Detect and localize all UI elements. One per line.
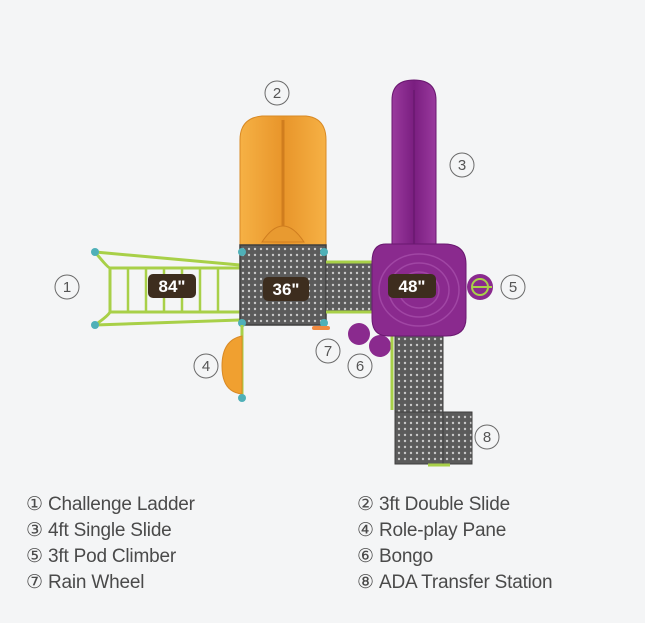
callout-8: 8: [474, 424, 500, 450]
height-label-48: 48": [399, 277, 426, 296]
legend-label: Rain Wheel: [48, 572, 145, 593]
callout-6: 6: [347, 353, 373, 379]
callout-4: 4: [193, 353, 219, 379]
legend-label: Role-play Pane: [379, 520, 507, 541]
rain-wheel: [312, 326, 330, 330]
role-play-pane: [221, 325, 246, 402]
pod-climber: [467, 274, 493, 300]
callout-7: 7: [315, 338, 341, 364]
height-label-84: 84": [159, 277, 186, 296]
height-badge-84: 84": [148, 274, 196, 298]
legend-label: 3ft Double Slide: [379, 494, 510, 515]
bongo: [348, 323, 391, 357]
callout-3: 3: [449, 152, 475, 178]
double-slide: [239, 115, 327, 246]
svg-text:3: 3: [458, 157, 466, 174]
callout-5: 5: [500, 274, 526, 300]
height-badge-36: 36": [263, 277, 309, 301]
height-badge-48: 48": [388, 274, 436, 298]
legend-label: ADA Transfer Station: [379, 572, 553, 593]
legend-label: Challenge Ladder: [48, 494, 195, 515]
legend-label: 4ft Single Slide: [48, 520, 172, 541]
height-label-36: 36": [273, 280, 300, 299]
svg-text:2: 2: [273, 85, 281, 102]
lower-decks: [390, 329, 473, 467]
svg-text:7: 7: [324, 343, 332, 360]
legend-label: 3ft Pod Climber: [48, 546, 176, 567]
legend-label: Bongo: [379, 546, 433, 567]
svg-text:4: 4: [202, 358, 210, 375]
svg-text:8: 8: [483, 429, 491, 446]
single-slide: [391, 79, 437, 251]
callout-1: 1: [54, 274, 80, 300]
svg-text:1: 1: [63, 279, 71, 296]
bridge-deck: [325, 260, 375, 314]
svg-text:6: 6: [356, 358, 364, 375]
svg-text:5: 5: [509, 279, 517, 296]
callout-2: 2: [264, 80, 290, 106]
